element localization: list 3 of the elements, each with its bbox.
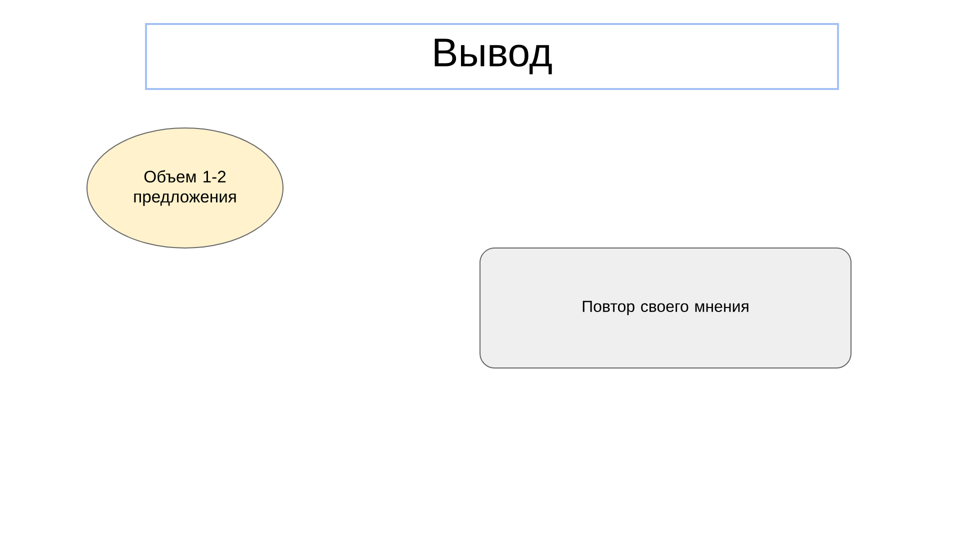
title-box: Вывод — [145, 23, 839, 90]
rounded-box: Повтор своего мнения — [480, 248, 852, 368]
ellipse-node: Объем 1-2 предложения — [86, 128, 284, 248]
